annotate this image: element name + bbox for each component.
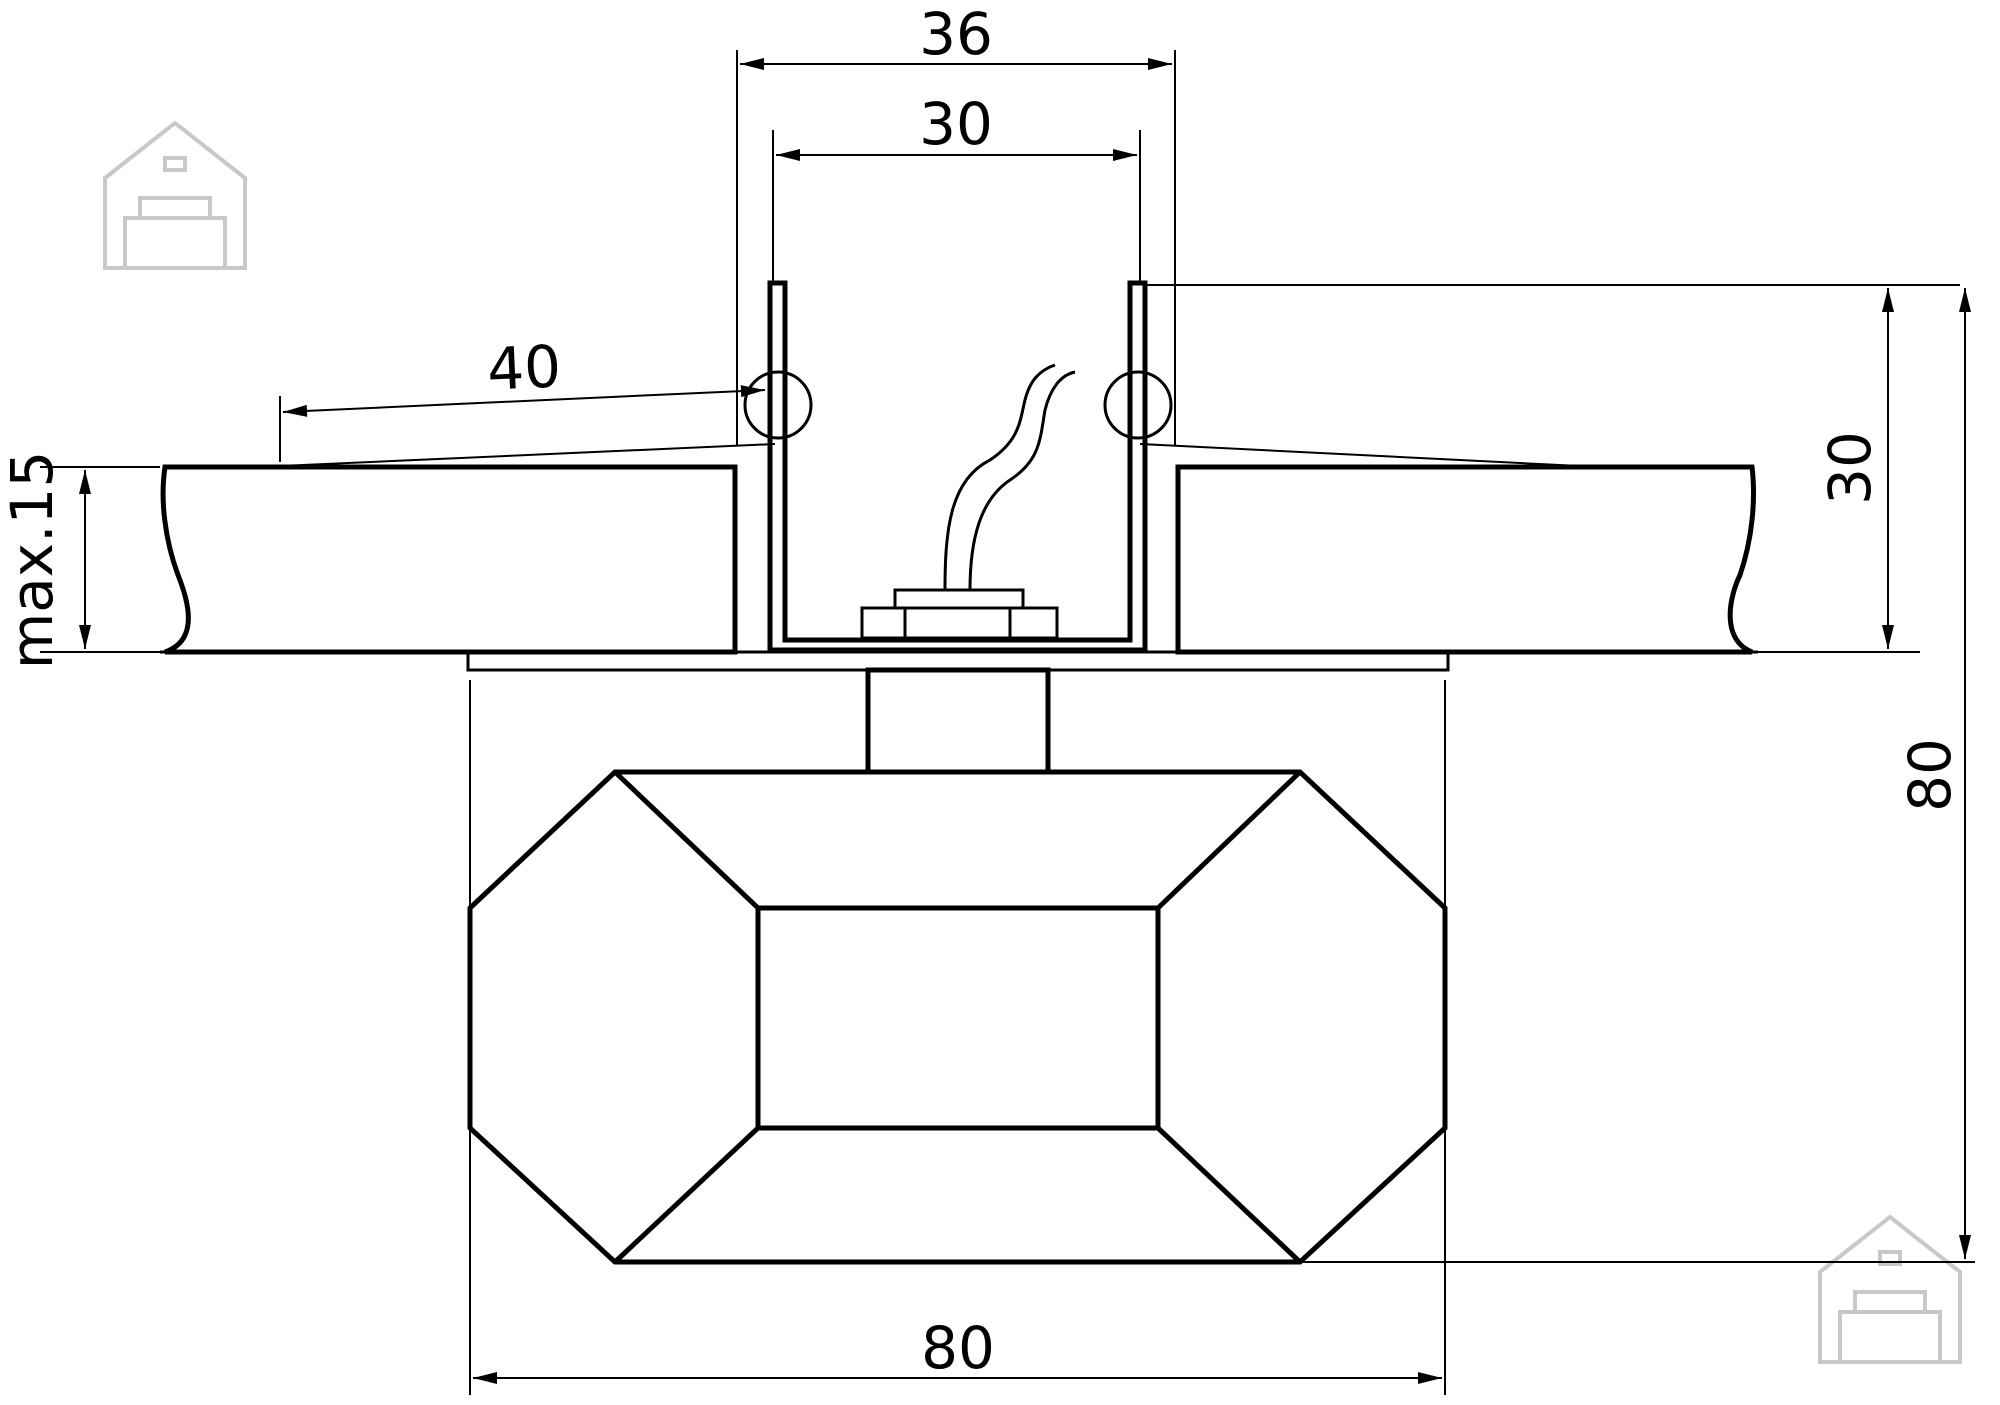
spring-clip-left xyxy=(279,443,776,467)
clip-pivot-left xyxy=(743,370,813,440)
clip-pivot-right xyxy=(1103,370,1173,440)
dimension-label: 30 xyxy=(919,90,993,158)
trim-ring xyxy=(466,650,1450,672)
ceiling-section-right xyxy=(1175,464,1756,655)
dimension-30-right: 30 xyxy=(1758,288,1920,653)
dimension-80-right: 80 xyxy=(1300,288,1975,1263)
dimension-label: 80 xyxy=(921,1314,995,1382)
house-sofa-logo-icon xyxy=(1818,1214,1962,1364)
dimension-label: 30 xyxy=(1816,431,1884,505)
dimension-30-top: 30 xyxy=(772,90,1141,283)
spring-clip-right xyxy=(1139,443,1581,467)
dimension-label: 36 xyxy=(919,0,993,68)
dimension-label: 80 xyxy=(1896,738,1964,812)
wire-1 xyxy=(943,363,1056,591)
dimension-label: 40 xyxy=(486,332,563,403)
housing xyxy=(767,280,1960,653)
ceiling-section-left xyxy=(160,464,738,655)
dimension-40: 40 xyxy=(279,332,766,462)
dimension-36: 36 xyxy=(736,0,1176,445)
lamp-socket xyxy=(860,588,1059,640)
stem xyxy=(865,667,1051,775)
crystal-body xyxy=(467,769,1448,1265)
dimension-max15: max.15 xyxy=(0,451,160,670)
dimension-80-bottom: 80 xyxy=(469,680,1446,1395)
wire-2 xyxy=(968,370,1076,591)
house-sofa-logo-icon xyxy=(103,120,247,270)
dimension-label: max.15 xyxy=(0,451,66,670)
